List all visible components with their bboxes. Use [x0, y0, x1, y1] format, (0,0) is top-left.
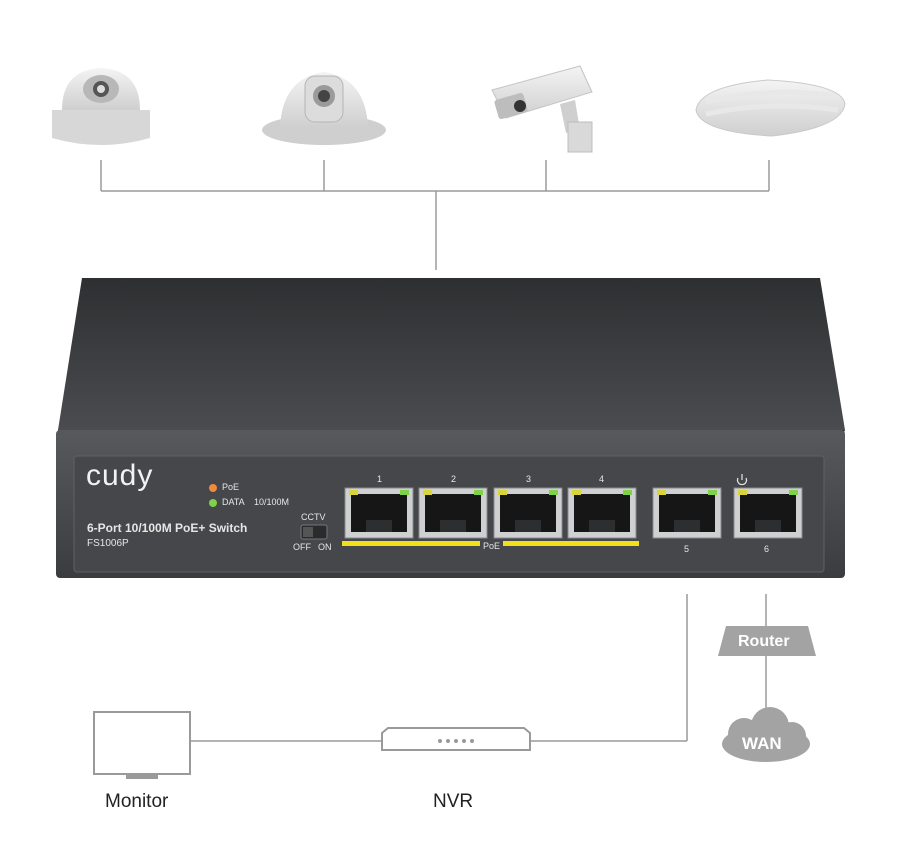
brand-logo: cudy: [86, 459, 154, 492]
router-icon: [718, 626, 816, 656]
port-number-4: 4: [599, 474, 605, 484]
dome-camera-icon: [262, 72, 386, 145]
ethernet-port-5[interactable]: [652, 487, 722, 539]
bullet-camera-icon: [491, 65, 593, 153]
bottom-connection-lines: [190, 594, 767, 742]
router-label: Router: [738, 633, 790, 650]
cctv-on-label: ON: [318, 542, 332, 552]
wan-cloud-icon: [722, 707, 810, 762]
monitor-label: Monitor: [105, 791, 169, 812]
product-title: 6-Port 10/100M PoE+ Switch: [87, 521, 248, 535]
ethernet-port-2[interactable]: [418, 487, 488, 539]
ethernet-port-4[interactable]: [567, 487, 637, 539]
power-icon: [736, 474, 748, 486]
poe-group-label: PoE: [480, 541, 504, 551]
port-number-5: 5: [684, 544, 690, 554]
led-poe-label: PoE: [222, 482, 240, 492]
wan-label: WAN: [742, 734, 782, 753]
access-point-icon: [695, 79, 846, 137]
cctv-toggle-switch[interactable]: [300, 524, 328, 540]
monitor-icon: [93, 711, 191, 779]
led-data-speed-label: 10/100M: [254, 497, 290, 507]
nvr-icon: [381, 727, 531, 751]
poe-switch: [56, 278, 845, 578]
ethernet-port-6[interactable]: [733, 487, 803, 539]
port-number-1: 1: [377, 474, 383, 484]
cctv-off-label: OFF: [293, 542, 311, 552]
led-data-label: DATA: [222, 497, 245, 507]
port-number-2: 2: [451, 474, 457, 484]
poe-led: [209, 484, 217, 492]
model-number: FS1006P: [87, 538, 129, 549]
cctv-label: CCTV: [301, 512, 326, 522]
data-led: [209, 499, 217, 507]
dome-camera-icon: [52, 68, 150, 145]
top-connection-lines: [100, 160, 770, 270]
ethernet-port-1[interactable]: [344, 487, 414, 539]
port-number-6: 6: [764, 544, 770, 554]
nvr-label: NVR: [433, 791, 474, 812]
port-number-3: 3: [526, 474, 532, 484]
ethernet-port-3[interactable]: [493, 487, 563, 539]
